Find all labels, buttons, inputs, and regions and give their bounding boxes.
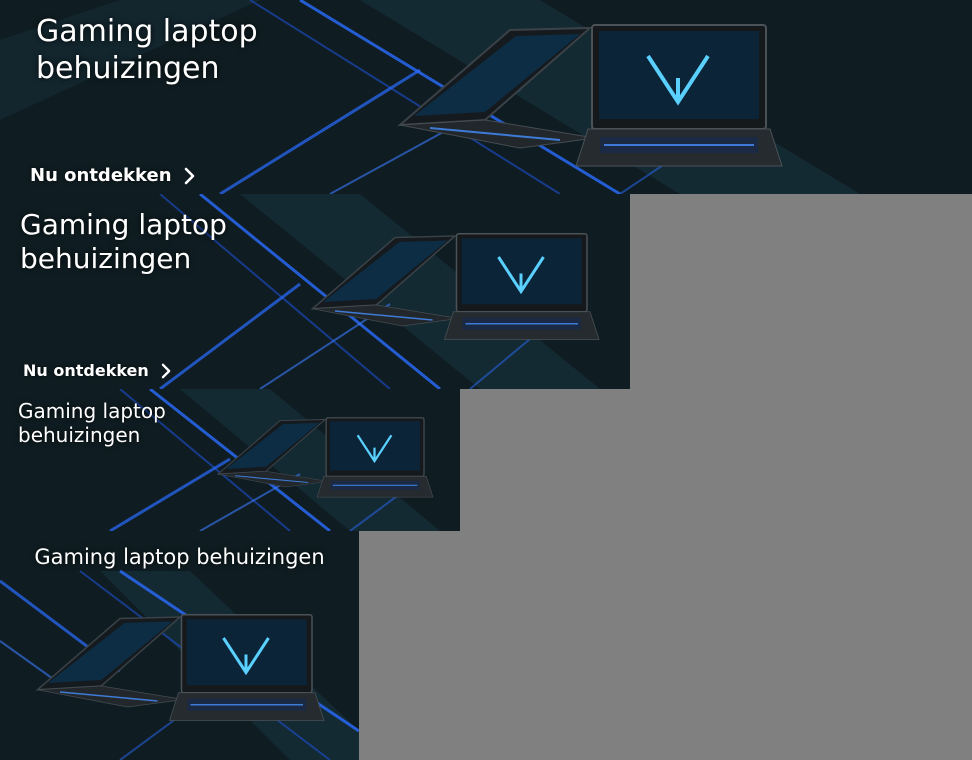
discover-link[interactable]: Nu ontdekken — [30, 165, 196, 186]
banner-title: Gaming laptop behuizingen — [18, 399, 166, 448]
gaming-laptops-image — [35, 614, 325, 721]
promo-banner-large[interactable]: Gaming laptop behuizingen Nu ontdekken — [0, 0, 972, 194]
banner-title-line2: behuizingen — [36, 50, 220, 86]
chevron-right-icon — [161, 363, 171, 378]
gaming-laptops-image — [216, 417, 434, 498]
banner-title: Gaming laptop behuizingen — [20, 208, 227, 276]
gaming-laptops-image — [397, 24, 783, 167]
promo-banner-mobile[interactable]: Gaming laptop behuizingen — [0, 531, 359, 760]
banner-title-line2: behuizingen — [18, 423, 141, 448]
discover-link[interactable]: Nu ontdekken — [23, 361, 172, 380]
banner-title: Gaming laptop behuizingen — [36, 14, 258, 87]
banner-title-line1: Gaming laptop — [36, 14, 258, 49]
chevron-right-icon — [184, 167, 194, 184]
banner-title: Gaming laptop behuizingen — [34, 545, 325, 569]
promo-banner-medium[interactable]: Gaming laptop behuizingen Nu ontdekken — [0, 194, 630, 389]
discover-link-label: Nu ontdekken — [30, 165, 172, 186]
banner-title-line1: Gaming laptop — [18, 399, 166, 423]
promo-banner-small[interactable]: Gaming laptop behuizingen — [0, 389, 460, 531]
gaming-laptops-image — [310, 233, 600, 340]
banner-title-line2: behuizingen — [20, 242, 192, 276]
discover-link-label: Nu ontdekken — [23, 361, 149, 380]
banner-title-line1: Gaming laptop — [20, 208, 227, 241]
